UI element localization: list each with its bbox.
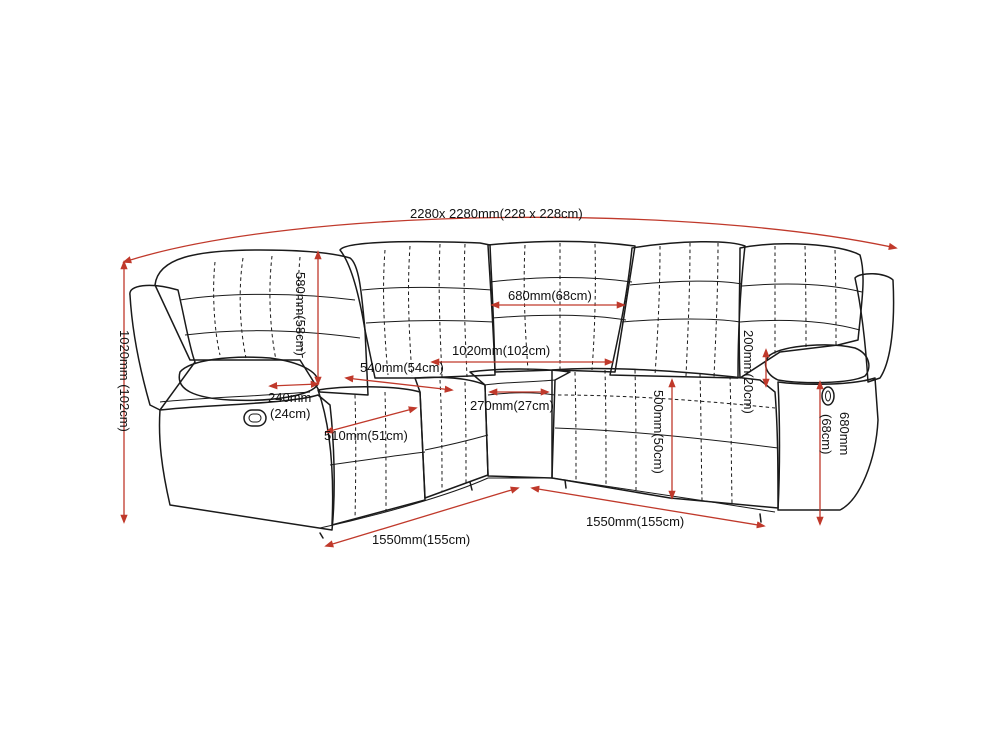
corner-seat (469, 368, 571, 479)
sofa-base (319, 477, 776, 539)
dimension-labels: 2280x 2280mm(228 x 228cm) 1020mm (102cm)… (117, 206, 852, 547)
right-length-line (530, 485, 766, 529)
left-length-line (324, 486, 520, 548)
arm-width-line (268, 380, 320, 390)
arm-width-cm-label: (24cm) (270, 406, 310, 421)
left-length-label: 1550mm(155cm) (372, 532, 470, 547)
right-armrest (764, 273, 895, 511)
corner-seat-width-label: 270mm(27cm) (470, 398, 554, 413)
arm-height-mm-label: 680mm (837, 412, 852, 455)
back-height-label: 580mm(58cm) (293, 272, 308, 356)
sofa-drawing (129, 240, 895, 539)
seat-depth-label: 540mm(54cm) (360, 360, 444, 375)
arm-pad-height-label: 200mm(20cm) (741, 330, 756, 414)
seat-width-line (324, 406, 418, 434)
seat-depth-line (344, 375, 454, 393)
corner-depth-label: 1020mm(102cm) (452, 343, 550, 358)
left-back-cushions (154, 240, 496, 396)
right-back-cushions (609, 240, 864, 379)
total-height-label: 1020mm (102cm) (117, 330, 132, 432)
seat-height-label: 500mm(50cm) (651, 390, 666, 474)
overall-width-label: 2280x 2280mm(228 x 228cm) (410, 206, 583, 221)
seat-width-label: 510mm(51cm) (324, 428, 408, 443)
arm-height-cm-label: (68cm) (819, 414, 834, 454)
corner-back-width-label: 680mm(68cm) (508, 288, 592, 303)
right-length-label: 1550mm(155cm) (586, 514, 684, 529)
dimension-lines (120, 216, 898, 548)
right-seat-cushions (551, 367, 779, 509)
arm-width-mm-label: 240mm (268, 390, 311, 405)
overall-width-arc (122, 216, 898, 264)
left-seat-cushions (317, 376, 489, 526)
